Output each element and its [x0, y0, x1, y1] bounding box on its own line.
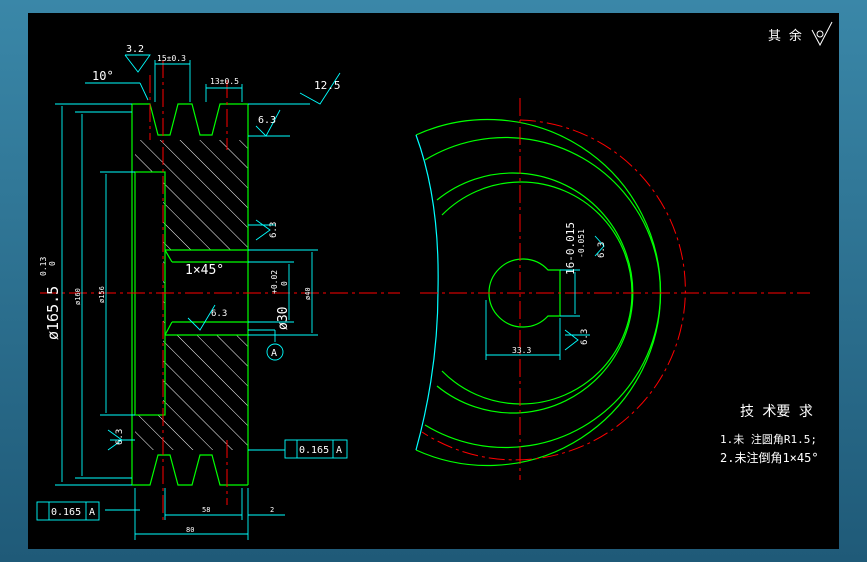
- keyway-dim: 16-0.015: [564, 222, 577, 275]
- roughness-label: 6.3: [258, 115, 276, 126]
- runout-frame-right: [284, 439, 348, 459]
- roughness-label: 6.3: [269, 222, 279, 238]
- runout-value: 0.165: [51, 507, 81, 518]
- groove-pitch-dim: 15±0.3: [157, 54, 186, 63]
- roughness-label: 6.3: [597, 242, 607, 258]
- other-roughness-note: 其 余: [768, 21, 833, 47]
- dia-156-dim: ø156: [98, 286, 106, 303]
- roughness-label: 6.3: [211, 309, 227, 319]
- tech-req-line1: 1.未 注圆角R1.5;: [720, 432, 817, 446]
- bore-tol-bot: 0: [280, 281, 289, 286]
- datum-label: A: [271, 348, 277, 359]
- section-view: 3.2 12.5 6.3 10° 15±0.3 13±0.5 1×45° 58 …: [36, 44, 605, 540]
- chamfer-dim: 1×45°: [185, 263, 224, 278]
- technical-requirements: 技 术要 求 1.未 注圆角R1.5; 2.未注倒角1×45°: [720, 404, 819, 465]
- roughness-label: 12.5: [314, 79, 341, 92]
- outer-dia-tol-bot: 0: [48, 261, 57, 266]
- hub-dia-dim: ø40: [304, 287, 312, 300]
- width-inner-dim: 58: [202, 506, 210, 514]
- bore-tol-top: +0.02: [270, 270, 279, 294]
- tech-req-title: 技 术要 求: [740, 404, 813, 420]
- roughness-label: 3.2: [126, 44, 144, 55]
- keyway-tol: -0.051: [577, 229, 586, 258]
- cut-edge: [415, 134, 439, 451]
- top-groove-outline: [132, 103, 248, 136]
- keyway-depth-dim: 33.3: [512, 346, 531, 355]
- runout-datum: A: [89, 507, 95, 518]
- bore-keyway: [488, 258, 561, 328]
- outer-dia-dim: ø165.5: [44, 286, 62, 340]
- pitch-circle: [421, 119, 686, 461]
- tech-req-line2: 2.未注倒角1×45°: [720, 450, 819, 465]
- section-hatch-top: [165, 172, 248, 250]
- front-view: 16-0.015 -0.051 33.3 6.3 6.3: [415, 98, 810, 480]
- section-hatch-bottom: [165, 335, 248, 415]
- dia-160-dim: ø160: [74, 288, 82, 305]
- bore-dim: ø30: [276, 307, 291, 330]
- roughness-label: 6.3: [580, 329, 590, 345]
- runout-value: 0.165: [299, 445, 329, 456]
- roughness-label: 6.3: [115, 429, 125, 445]
- runout-datum: A: [336, 445, 342, 456]
- width-total-dim: 80: [186, 526, 194, 534]
- datum-circle: [266, 343, 284, 361]
- other-note-text: 其 余: [768, 28, 802, 44]
- bottom-groove-outline: [132, 454, 248, 486]
- angle-dim: 10°: [92, 69, 114, 83]
- outer-dia-tol-top: 0.13: [39, 257, 48, 276]
- offset-dim: 2: [270, 506, 274, 514]
- groove-width-dim: 13±0.5: [210, 77, 239, 86]
- runout-frame-left: [36, 501, 100, 521]
